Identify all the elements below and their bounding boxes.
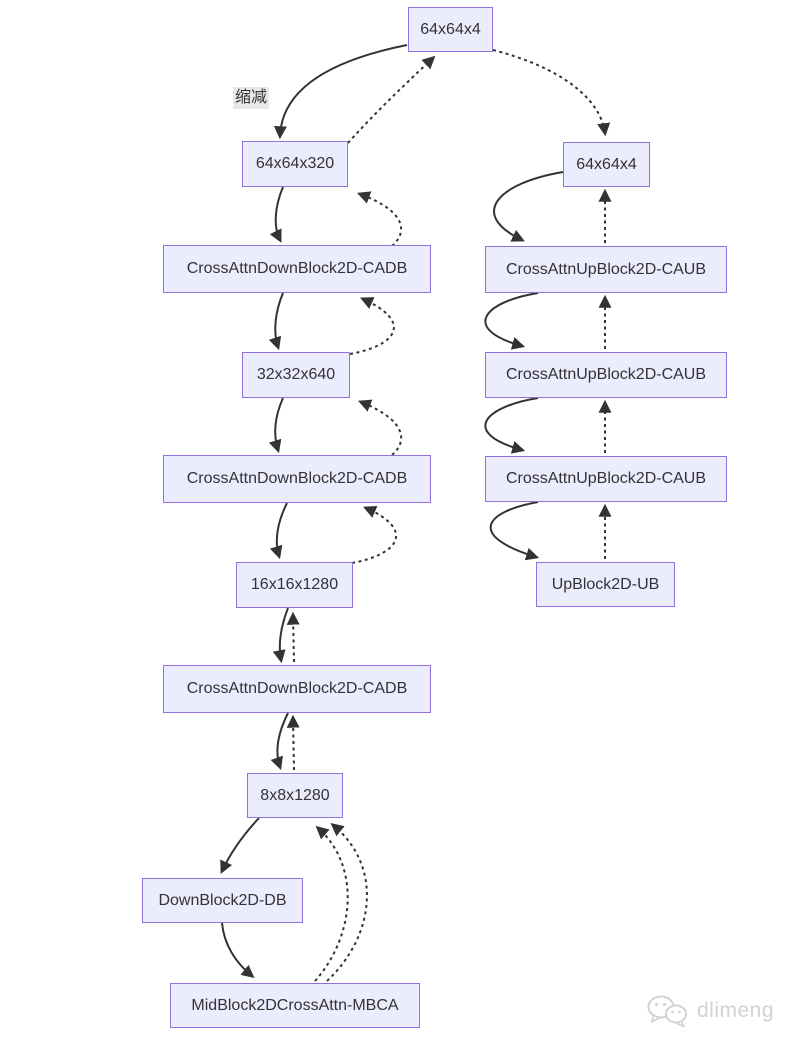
skip-input-to-output <box>492 49 611 137</box>
node-midblock2d-crossattn: MidBlock2DCrossAttn-MBCA <box>170 983 420 1028</box>
node-crossattn-downblock-3: CrossAttnDownBlock2D-CADB <box>163 665 431 713</box>
skip-32x640-to-cadb1 <box>349 297 395 355</box>
skip-320-to-input <box>347 55 436 144</box>
edge-label-shrink: 缩减 <box>233 87 270 109</box>
edge-32x640-to-cadb2 <box>268 397 284 454</box>
edge-8x1280-to-downblock <box>220 817 260 874</box>
edge-downblock-to-midblock <box>221 922 255 979</box>
skip-cadb3-to-16x1280 <box>286 611 300 663</box>
watermark: dlimeng <box>646 994 774 1028</box>
edge-320-to-cadb1 <box>269 186 284 243</box>
node-upblock2d: UpBlock2D-UB <box>536 562 675 607</box>
node-downblock2d: DownBlock2D-DB <box>142 878 303 923</box>
node-latent-output: 64x64x4 <box>563 142 650 187</box>
node-latent-input: 64x64x4 <box>408 7 493 52</box>
node-crossattn-upblock-2: CrossAttnUpBlock2D-CAUB <box>485 352 727 398</box>
watermark-text: dlimeng <box>697 999 775 1022</box>
edge-caub3-to-upblock <box>489 501 540 561</box>
edge-cadb2-to-16x1280 <box>269 502 288 560</box>
edge-16x1280-to-cadb3 <box>272 607 289 664</box>
node-latent-16x16x1280: 16x16x1280 <box>236 562 353 608</box>
edge-caub2-to-caub3 <box>484 397 539 454</box>
node-latent-32x32x640: 32x32x640 <box>242 352 350 398</box>
skip-cadb1-to-320 <box>356 191 403 247</box>
skip-cadb2-to-32x640 <box>357 399 403 456</box>
node-latent-64x64x320: 64x64x320 <box>242 141 348 187</box>
edge-cadb1-to-32x640 <box>268 292 284 351</box>
wechat-icon <box>647 995 687 1028</box>
node-latent-8x8x1280: 8x8x1280 <box>247 773 343 818</box>
node-crossattn-upblock-3: CrossAttnUpBlock2D-CAUB <box>485 456 727 502</box>
node-crossattn-upblock-1: CrossAttnUpBlock2D-CAUB <box>485 246 727 293</box>
edge-input-to-320 <box>273 44 408 140</box>
edge-caub1-to-caub2 <box>484 292 539 350</box>
skip-16x1280-to-cadb2 <box>351 505 398 564</box>
edge-output-to-caub1 <box>493 171 564 242</box>
skip-8x1280-to-cadb3 <box>286 714 300 771</box>
node-crossattn-downblock-1: CrossAttnDownBlock2D-CADB <box>163 245 431 293</box>
skip-midblock-to-8x1280-inner <box>314 825 349 982</box>
node-crossattn-downblock-2: CrossAttnDownBlock2D-CADB <box>163 455 431 503</box>
edge-cadb3-to-8x1280 <box>270 712 289 771</box>
